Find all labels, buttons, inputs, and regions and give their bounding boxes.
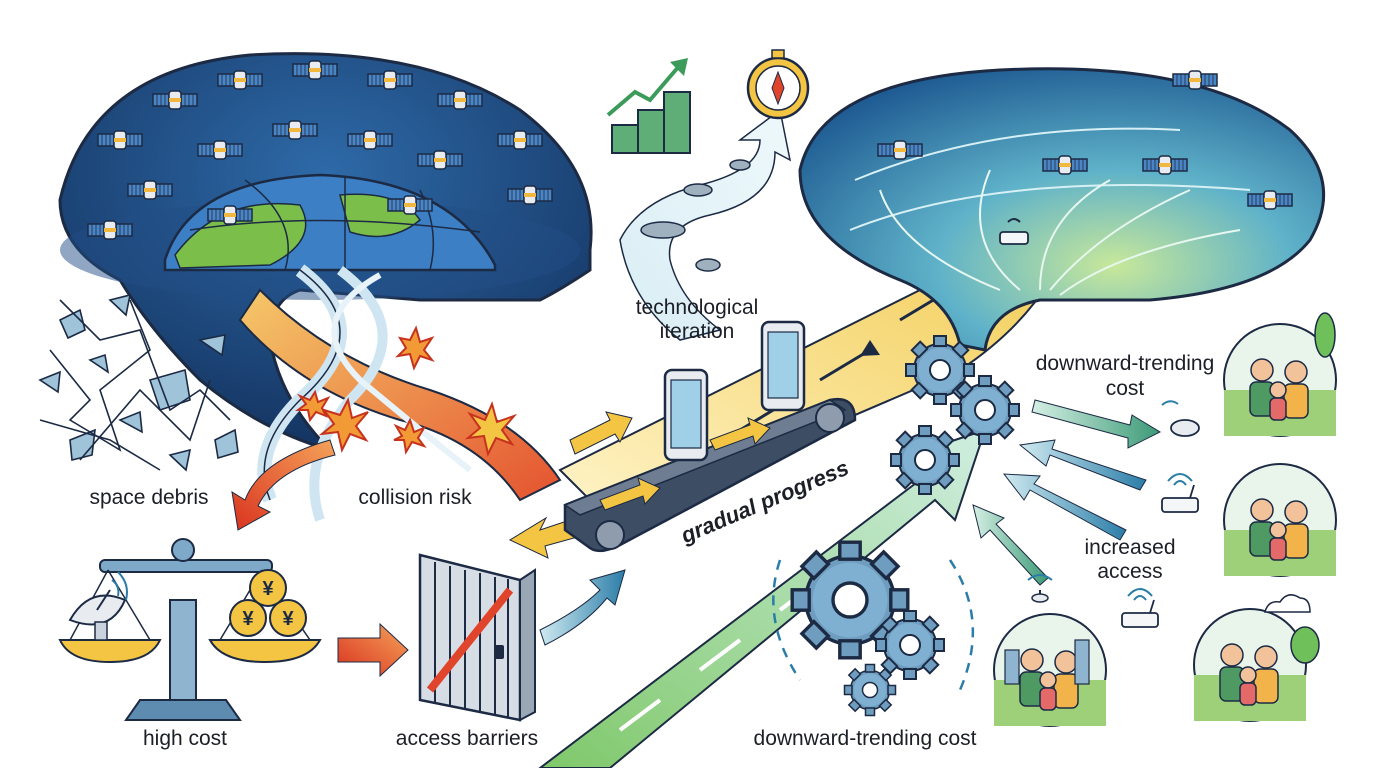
cloud-icon bbox=[1264, 594, 1311, 613]
satellite-icon bbox=[217, 70, 263, 90]
gate-icon bbox=[418, 553, 536, 722]
label-access-barriers: access barriers bbox=[395, 727, 539, 750]
satellite-icon bbox=[272, 120, 318, 140]
satellite-icon bbox=[1172, 70, 1218, 90]
satellite-icon bbox=[1247, 190, 1293, 210]
growth-chart-icon bbox=[606, 58, 691, 154]
satellite-icon bbox=[292, 60, 338, 80]
satellite-dish-icon bbox=[1027, 574, 1053, 603]
satellite-dish-icon bbox=[1161, 400, 1200, 437]
coin-symbol: ¥ bbox=[262, 578, 274, 600]
satellite-icon bbox=[152, 90, 198, 110]
smartphone-icon bbox=[663, 368, 709, 462]
label-technological-iteration-line2: iteration bbox=[659, 320, 735, 343]
coin-symbol: ¥ bbox=[242, 608, 254, 630]
tree-icon bbox=[1290, 312, 1336, 664]
red-arrow-to-scale bbox=[231, 439, 336, 531]
collision-orbit-paths bbox=[238, 264, 562, 522]
satellite-icon bbox=[507, 185, 553, 205]
label-technological-iteration-line1: technological bbox=[635, 296, 759, 319]
satellite-icon bbox=[1042, 155, 1088, 175]
arrow-scale-to-gate bbox=[337, 622, 409, 678]
satellite-icon bbox=[497, 130, 543, 150]
satellite-icon bbox=[97, 130, 143, 150]
coin-symbol: ¥ bbox=[282, 608, 294, 630]
satellite-icon bbox=[347, 130, 393, 150]
satellite-icon bbox=[127, 180, 173, 200]
inbound-arrows bbox=[972, 399, 1162, 586]
satellite-icon bbox=[197, 140, 243, 160]
satellite-icon bbox=[207, 205, 253, 225]
satellite-icon bbox=[877, 140, 923, 160]
iteration-path bbox=[619, 108, 792, 341]
yen-coin-icon: ¥ ¥ ¥ bbox=[229, 569, 307, 637]
router-on-band bbox=[999, 218, 1029, 245]
gear-rotation-arcs bbox=[772, 559, 975, 691]
label-downward-trending-cost-top-line2: cost bbox=[1105, 377, 1145, 400]
label-downward-trending-cost-bottom: downward-trending cost bbox=[753, 727, 977, 750]
satellite-icon bbox=[1142, 155, 1188, 175]
satellite-icon bbox=[367, 70, 413, 90]
explosion-icon bbox=[295, 325, 518, 457]
debris-icon bbox=[38, 293, 239, 472]
label-space-debris: space debris bbox=[89, 486, 209, 509]
family-icon bbox=[1193, 608, 1307, 722]
gear-icon bbox=[950, 375, 1020, 445]
gear-icon bbox=[843, 663, 897, 717]
wifi-router-icon bbox=[1121, 588, 1159, 628]
satellite-icon bbox=[87, 220, 133, 240]
label-collision-risk: collision risk bbox=[358, 486, 472, 509]
organized-orbit-dome bbox=[798, 67, 1326, 352]
conveyor-belt-icon bbox=[563, 397, 857, 553]
satellite-dish-icon bbox=[68, 571, 128, 641]
satellite-icon bbox=[387, 195, 433, 215]
gear-icon bbox=[890, 425, 960, 495]
satellite-icon bbox=[417, 150, 463, 170]
label-downward-trending-cost-top-line1: downward-trending bbox=[1035, 352, 1215, 375]
family-icon bbox=[1223, 463, 1337, 577]
city-skyline bbox=[1004, 639, 1090, 685]
label-increased-access-line2: access bbox=[1097, 560, 1163, 583]
arrow-gate-to-progress bbox=[539, 569, 626, 646]
wifi-router-icon bbox=[1161, 473, 1199, 513]
compass-icon bbox=[746, 49, 810, 120]
satellite-icon bbox=[437, 90, 483, 110]
label-high-cost: high cost bbox=[142, 727, 228, 750]
gear-icon bbox=[875, 610, 945, 680]
smartphone-icon bbox=[760, 320, 806, 412]
label-increased-access-line1: increased bbox=[1084, 536, 1176, 559]
